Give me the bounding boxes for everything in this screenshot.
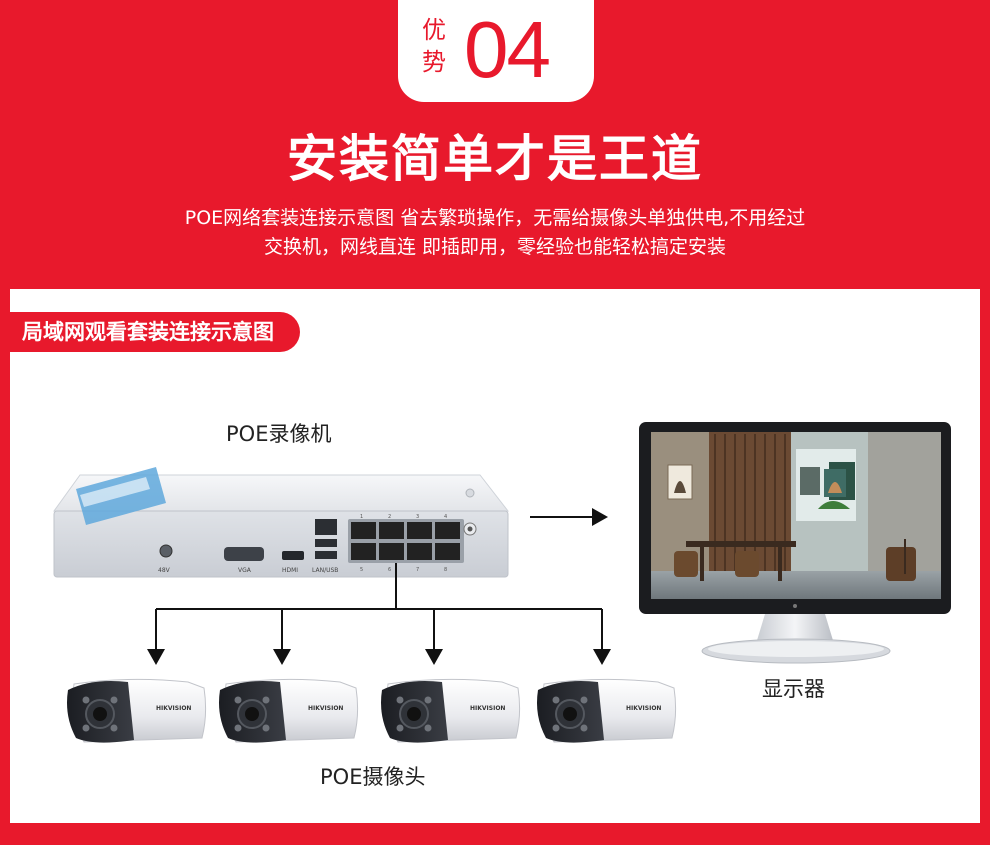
camera-3-brand: HIKVISION xyxy=(470,705,505,712)
description-line-2: 交换机，网线直连 即插即用，零经验也能轻松搞定安装 xyxy=(263,236,727,258)
port-number-6: 6 xyxy=(388,567,391,573)
hdmi-port-label: HDMI xyxy=(282,567,298,574)
camera-4-brand: HIKVISION xyxy=(626,705,661,712)
connection-diagram-panel: 局域网观看套装连接示意图 xyxy=(10,289,980,823)
advantage-label: 优势 xyxy=(422,16,446,76)
description-line-1: POE网络套装连接示意图 省去繁琐操作，无需给摄像头单独供电,不用经过 xyxy=(184,207,806,229)
camera-2-brand: HIKVISION xyxy=(308,705,343,712)
poe-nvr: 48V VGA HDMI LAN/USB xyxy=(53,467,510,578)
cameras-caption: POE摄像头 xyxy=(320,765,426,789)
advantage-badge: 优势 04 xyxy=(398,0,594,102)
port-number-1: 1 xyxy=(360,514,363,520)
port-number-3: 3 xyxy=(416,514,419,520)
cable-tree xyxy=(155,563,603,651)
bottom-strip xyxy=(10,823,980,845)
panel-tab-title: 局域网观看套装连接示意图 xyxy=(10,312,300,352)
cable-arrowheads xyxy=(147,649,611,665)
port-number-4: 4 xyxy=(444,514,447,520)
camera-3: HIKVISION xyxy=(381,678,521,743)
monitor xyxy=(639,422,951,664)
port-number-7: 7 xyxy=(416,567,419,573)
arrow-to-monitor xyxy=(530,508,608,526)
power-port-label: 48V xyxy=(158,567,171,574)
connection-diagram: 48V VGA HDMI LAN/USB xyxy=(53,422,951,743)
nvr-caption: POE录像机 xyxy=(226,422,332,446)
lan-usb-port-label: LAN/USB xyxy=(312,567,338,574)
camera-2: HIKVISION xyxy=(219,678,359,743)
port-number-8: 8 xyxy=(444,567,447,573)
poe-port-block xyxy=(348,519,464,563)
port-number-2: 2 xyxy=(388,514,391,520)
port-number-5: 5 xyxy=(360,567,363,573)
camera-1-brand: HIKVISION xyxy=(156,705,191,712)
camera-4: HIKVISION xyxy=(537,678,677,743)
advantage-number: 04 xyxy=(464,5,551,94)
description: POE网络套装连接示意图 省去繁琐操作，无需给摄像头单独供电,不用经过 交换机，… xyxy=(60,204,930,262)
camera-1: HIKVISION xyxy=(67,678,207,743)
monitor-caption: 显示器 xyxy=(762,677,825,701)
vga-port-label: VGA xyxy=(238,567,252,574)
headline: 安装简单才是王道 xyxy=(287,130,703,188)
